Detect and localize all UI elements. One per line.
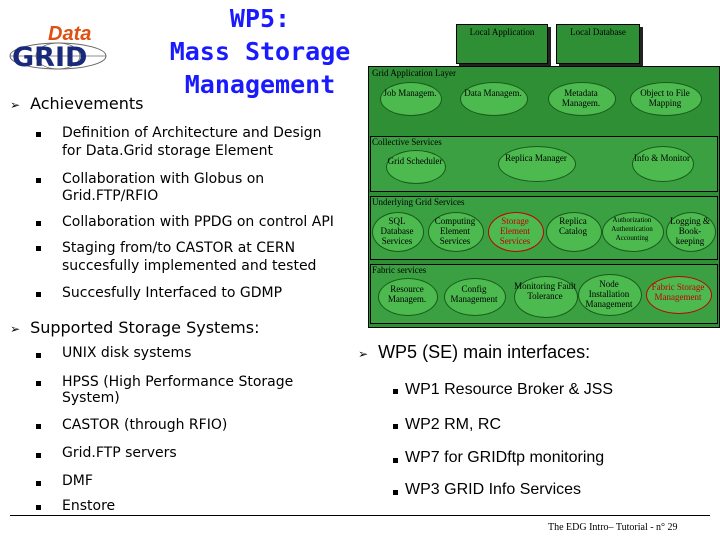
storage-item: Enstore <box>62 498 116 514</box>
fabric-services-label: Fabric services <box>372 265 427 275</box>
square-bullet-icon <box>393 389 398 394</box>
resource-management-node <box>378 278 438 316</box>
achievement-item-cont: Grid.FTP/RFIO <box>62 188 159 204</box>
square-bullet-icon <box>36 221 41 226</box>
achievement-item: Definition of Architecture and Design <box>62 125 322 141</box>
replica-manager-label: Replica Manager <box>505 153 567 163</box>
replica-manager-node <box>498 146 576 182</box>
storage-element-node <box>488 212 544 252</box>
grid-application-layer-label: Grid Application Layer <box>372 68 456 78</box>
fabric-storage-node <box>646 276 712 314</box>
storage-item-cont: System) <box>62 390 120 406</box>
achievement-item: Collaboration with PPDG on control API <box>62 214 334 230</box>
storage-item: UNIX disk systems <box>62 345 192 361</box>
globe-icon <box>9 42 107 70</box>
job-management-label: Job Managem. <box>383 88 437 98</box>
achievement-item: Staging from/to CASTOR at CERN <box>62 240 296 256</box>
sql-database-label: SQL Database Services <box>380 216 414 246</box>
title-line-1: WP5: <box>229 4 291 33</box>
achievement-item: Collaboration with Globus on <box>62 171 265 187</box>
achievement-item-cont: for Data.Grid storage Element <box>62 143 274 159</box>
footer-divider <box>10 515 710 516</box>
local-database-box: Local Database <box>556 24 640 64</box>
square-bullet-icon <box>393 458 398 463</box>
supported-heading: ➢Supported Storage Systems: <box>10 318 260 337</box>
square-bullet-icon <box>36 505 41 510</box>
square-bullet-icon <box>36 178 41 183</box>
square-bullet-icon <box>36 292 41 297</box>
interface-item: WP7 for GRIDftp monitoring <box>405 449 605 466</box>
square-bullet-icon <box>393 424 398 429</box>
achievements-heading: ➢Achievements <box>10 94 144 113</box>
computing-element-label: Computing Element Services <box>434 216 476 246</box>
replica-catalog-node <box>546 212 602 252</box>
storage-item: DMF <box>62 473 93 489</box>
authorization-node <box>602 212 664 252</box>
logging-bookkeeping-node <box>666 212 716 252</box>
monitoring-fault-label: Monitoring Fault Tolerance <box>514 281 576 301</box>
storage-item: Grid.FTP servers <box>62 445 177 461</box>
storage-element-label: Storage Element Services <box>499 216 531 246</box>
node-installation-label: Node Installation Management <box>585 279 633 309</box>
underlying-services-label: Underlying Grid Services <box>372 197 465 207</box>
title-line-2: Mass Storage <box>169 37 351 66</box>
job-management-node <box>380 82 442 116</box>
replica-catalog-label: Replica Catalog <box>559 216 587 236</box>
interfaces-heading: ➢WP5 (SE) main interfaces: <box>358 342 591 362</box>
local-application-box: Local Application <box>456 24 548 64</box>
grid-scheduler-node <box>386 150 446 184</box>
fabric-storage-label: Fabric Storage Management <box>651 282 705 302</box>
square-bullet-icon <box>36 381 41 386</box>
logo-top-text: Data <box>48 23 91 45</box>
square-bullet-icon <box>36 353 41 358</box>
logging-bookkeeping-label: Logging & Book-keeping <box>670 216 710 246</box>
page-title: WP5: Mass Storage Management <box>160 2 360 101</box>
arrow-bullet-icon: ➢ <box>10 322 21 336</box>
computing-element-node <box>428 212 484 252</box>
title-line-3: Management <box>184 70 336 99</box>
achievement-item: Succesfully Interfaced to GDMP <box>62 285 283 301</box>
info-monitor-label: Info & Monitor <box>634 153 690 163</box>
object-file-mapping-label: Object to File Mapping <box>640 88 690 108</box>
datagrid-logo: Data GRID <box>6 22 110 73</box>
arrow-bullet-icon: ➢ <box>358 347 369 361</box>
monitoring-fault-node <box>514 276 578 318</box>
achievement-item-cont: succesfully implemented and tested <box>62 258 317 274</box>
grid-scheduler-label: Grid Scheduler <box>387 156 443 166</box>
data-management-node <box>460 82 528 116</box>
footer-text: The EDG Intro– Tutorial - n° 29 <box>548 522 678 533</box>
data-management-label: Data Managem. <box>464 88 522 98</box>
metadata-management-node <box>548 82 616 116</box>
metadata-management-label: Metadata Managem. <box>561 88 601 108</box>
storage-item: HPSS (High Performance Storage <box>62 374 294 390</box>
interface-item: WP1 Resource Broker & JSS <box>405 381 614 398</box>
arrow-bullet-icon: ➢ <box>10 98 21 112</box>
square-bullet-icon <box>36 132 41 137</box>
collective-services-label: Collective Services <box>372 137 442 147</box>
storage-item: CASTOR (through RFIO) <box>62 417 228 433</box>
interface-item: WP2 RM, RC <box>405 416 501 433</box>
info-monitor-node <box>632 146 694 182</box>
config-management-label: Config Management <box>450 284 498 304</box>
logo-bottom-text: GRID <box>12 42 87 70</box>
interface-item: WP3 GRID Info Services <box>405 481 582 498</box>
square-bullet-icon <box>36 453 41 458</box>
object-file-mapping-node <box>630 82 702 116</box>
authorization-label: Authorization Authentication Accounting <box>611 216 653 242</box>
resource-management-label: Resource Managem. <box>387 284 427 304</box>
square-bullet-icon <box>393 490 398 495</box>
node-installation-node <box>578 274 642 316</box>
sql-database-node <box>372 212 424 252</box>
config-management-node <box>444 278 506 316</box>
square-bullet-icon <box>36 246 41 251</box>
square-bullet-icon <box>36 424 41 429</box>
square-bullet-icon <box>36 481 41 486</box>
